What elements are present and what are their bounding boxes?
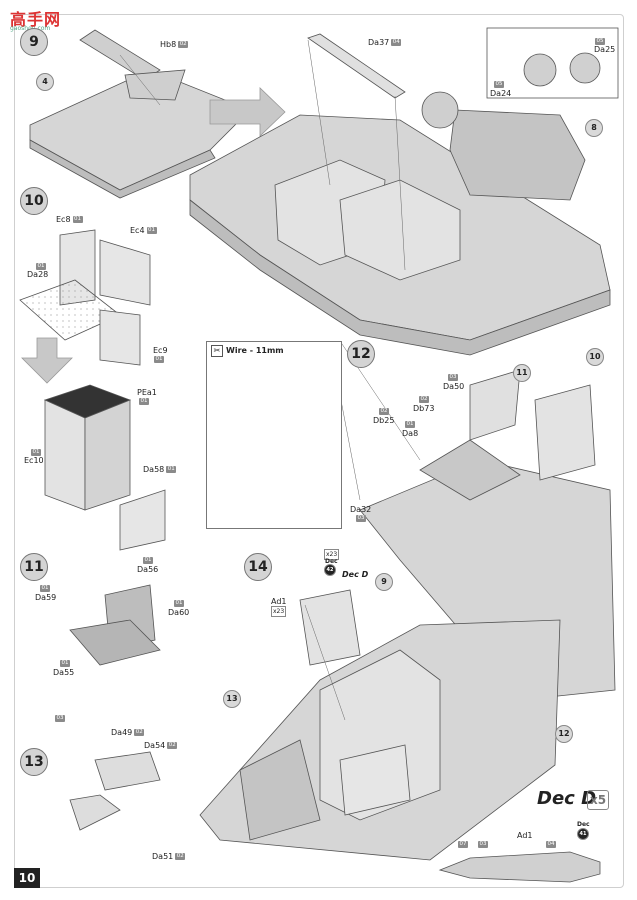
- part-da24: Da24: [490, 89, 512, 98]
- part-pea1-code: 01: [139, 398, 149, 405]
- part-ad1-bottom-code: 04: [546, 841, 556, 848]
- callout-13: 13: [223, 690, 241, 708]
- part-da60: Da60: [168, 608, 190, 617]
- part-da32: Da32: [350, 505, 372, 514]
- part-da28: Da28: [27, 270, 49, 279]
- step-9-badge: 9: [20, 28, 48, 56]
- part-db73: Db73: [413, 404, 435, 413]
- dec-bottom-label: Dec: [577, 821, 590, 828]
- page-number: 10: [14, 868, 40, 888]
- part-07-code: 07: [458, 841, 468, 848]
- part-pea1: PEa1: [137, 388, 157, 397]
- part-db25-code: 02: [379, 408, 389, 415]
- part-da50: Da50: [443, 382, 465, 391]
- wire-label: Wire - 11mm: [226, 346, 284, 355]
- callout-9: 9: [375, 573, 393, 591]
- dec-d-title: Dec D: [537, 788, 597, 809]
- dec-top-number: 42: [324, 564, 336, 576]
- part-ec10: Ec10: [24, 456, 44, 465]
- part-db25: Db25: [373, 416, 395, 425]
- callout-4: 4: [36, 73, 54, 91]
- dec-d-label: Dec D: [342, 570, 369, 579]
- part-da55-code: 01: [60, 660, 70, 667]
- dec-bottom-number: 41: [577, 828, 589, 840]
- part-03b-code: 03: [478, 841, 488, 848]
- scissors-icon: ✂: [211, 345, 223, 357]
- part-ad1-bottom: Ad1: [517, 831, 533, 840]
- callout-8: 8: [585, 119, 603, 137]
- callout-12: 12: [555, 725, 573, 743]
- part-da8-code: 01: [405, 421, 415, 428]
- dec-top-multiplier: x23: [324, 549, 340, 560]
- part-da25: Da25: [594, 45, 616, 54]
- part-ec10-code: 01: [31, 449, 41, 456]
- part-ad1: Ad1: [271, 597, 287, 606]
- part-da56-code: 01: [143, 557, 153, 564]
- step-12-badge: 12: [347, 340, 375, 368]
- step-11-badge: 11: [20, 553, 48, 581]
- callout-11: 11: [513, 364, 531, 382]
- step-13-badge: 13: [20, 748, 48, 776]
- dec-d-multiplier: x5: [587, 790, 609, 810]
- part-db73-code: 02: [419, 396, 429, 403]
- step-10-badge: 10: [20, 187, 48, 215]
- part-da28-code: 01: [36, 263, 46, 270]
- part-da50-code: 03: [448, 374, 458, 381]
- part-ec9-code: 01: [154, 356, 164, 363]
- step-14-badge: 14: [244, 553, 272, 581]
- part-da60-code: 01: [174, 600, 184, 607]
- part-03-code: 03: [55, 715, 65, 722]
- dec-top-label: Dec: [325, 558, 338, 565]
- part-da56: Da56: [137, 565, 159, 574]
- callout-10: 10: [586, 348, 604, 366]
- part-da25-code: 05: [595, 38, 605, 45]
- page-frame: [14, 14, 624, 888]
- part-da32-code: 03: [356, 515, 366, 522]
- site-logo: 高手网: [10, 10, 62, 29]
- part-da8: Da8: [402, 429, 419, 438]
- part-ec9: Ec9: [153, 346, 168, 355]
- part-da59: Da59: [35, 593, 57, 602]
- part-da55: Da55: [53, 668, 75, 677]
- part-da59-code: 01: [40, 585, 50, 592]
- part-ad1-multiplier: x23: [271, 606, 287, 617]
- wire-inset-box: [206, 341, 342, 529]
- part-da24-code: 05: [494, 81, 504, 88]
